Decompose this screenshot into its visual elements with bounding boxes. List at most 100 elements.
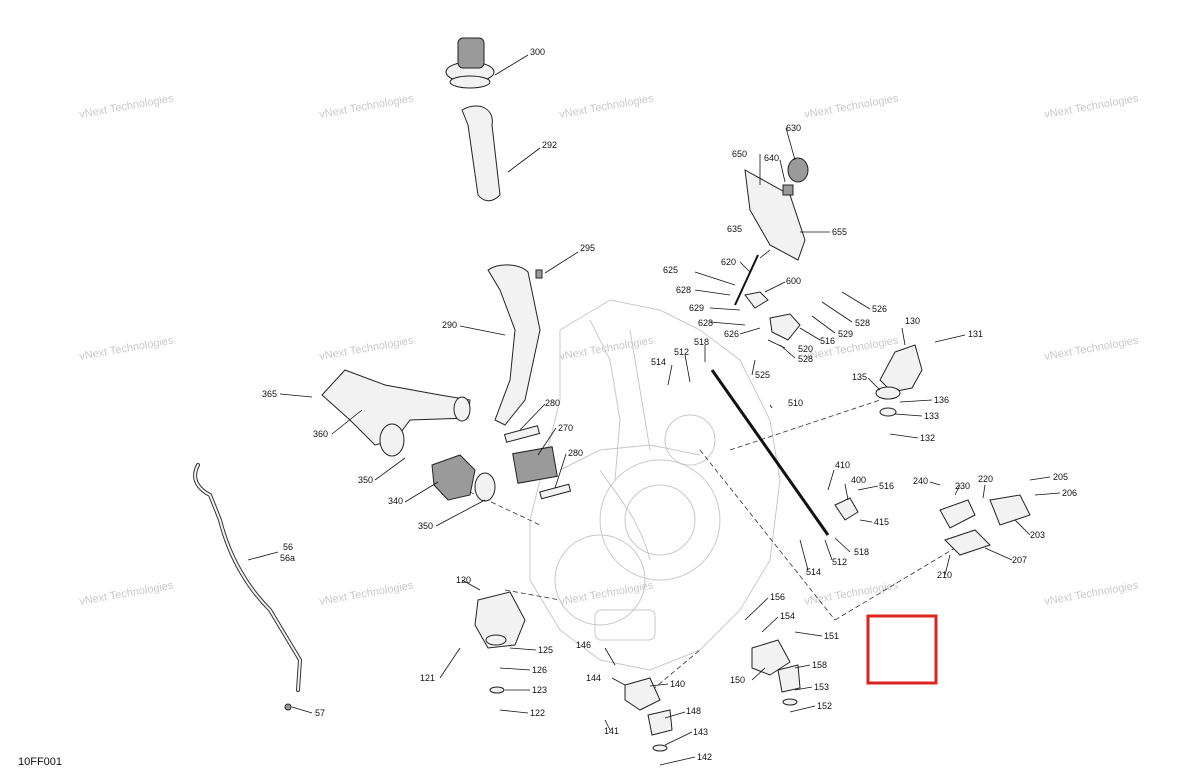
callout-148: 148: [686, 706, 701, 716]
part-640-boot: [782, 184, 794, 196]
callout-629: 629: [689, 303, 704, 313]
part-350-clamp-bottom: [474, 472, 496, 502]
callout-57: 57: [315, 708, 325, 718]
callout-625: 625: [663, 265, 678, 275]
part-123-washer: [489, 686, 505, 694]
callout-126: 126: [532, 665, 547, 675]
callout-600: 600: [786, 276, 801, 286]
part-400-lever: [834, 497, 859, 521]
watermark: vNext Technologies: [558, 93, 654, 121]
callout-207: 207: [1012, 555, 1027, 565]
callout-150: 150: [730, 675, 745, 685]
callout-510: 510: [788, 398, 803, 408]
callout-56: 56: [283, 542, 293, 552]
callout-526: 526: [872, 304, 887, 314]
callout-628-lower: 628: [698, 318, 713, 328]
callout-220: 220: [978, 474, 993, 484]
part-133-washer: [879, 407, 897, 417]
callout-144: 144: [586, 673, 601, 683]
callout-650: 650: [732, 149, 747, 159]
callout-620: 620: [721, 257, 736, 267]
callout-156: 156: [770, 592, 785, 602]
callout-655: 655: [832, 227, 847, 237]
assembly-dashed-lines: [454, 399, 961, 701]
callout-120: 120: [456, 575, 471, 585]
callout-210: 210: [937, 570, 952, 580]
callout-142: 142: [697, 752, 712, 762]
callout-labels: 300 292 295 290 365 360 280 270 280 350 …: [262, 47, 1077, 762]
callout-529: 529: [838, 329, 853, 339]
part-520-bracket: [769, 313, 801, 341]
leader-lines: [247, 54, 1061, 766]
part-650-shift-bracket: [744, 169, 806, 261]
watermark: vNext Technologies: [318, 93, 414, 121]
callout-628-upper: 628: [676, 285, 691, 295]
drawing-code: 10FF001: [18, 756, 62, 768]
callout-514-lower: 514: [806, 567, 821, 577]
part-280-tube-upper: [503, 425, 541, 443]
part-130-mount: [879, 344, 923, 393]
callout-280-lower: 280: [568, 448, 583, 458]
part-510-rod: [710, 369, 830, 536]
callout-350-bottom: 350: [418, 521, 433, 531]
part-230-bracket: [939, 499, 976, 529]
callout-230: 230: [955, 481, 970, 491]
callout-125: 125: [538, 645, 553, 655]
part-350-clamp-top: [379, 423, 405, 457]
callout-146: 146: [576, 640, 591, 650]
callout-365: 365: [262, 389, 277, 399]
watermark: vNext Technologies: [1043, 93, 1139, 121]
callout-295: 295: [580, 243, 595, 253]
part-140-mount: [624, 677, 661, 711]
callout-135: 135: [852, 372, 867, 382]
part-57-clip: [284, 703, 292, 711]
callout-136: 136: [934, 395, 949, 405]
part-143-washer: [652, 744, 668, 752]
callout-512-upper: 512: [674, 347, 689, 357]
callout-158: 158: [812, 660, 827, 670]
highlight-box: [866, 614, 938, 685]
part-203-plate: [989, 494, 1031, 526]
callout-290: 290: [442, 320, 457, 330]
watermark: vNext Technologies: [78, 93, 174, 121]
callout-512-lower: 512: [832, 557, 847, 567]
watermark: vNext Technologies: [318, 580, 414, 608]
watermark: vNext Technologies: [1043, 335, 1139, 363]
callout-131: 131: [968, 329, 983, 339]
callout-122: 122: [530, 708, 545, 718]
watermark: vNext Technologies: [803, 580, 899, 608]
callout-133: 133: [924, 411, 939, 421]
watermark: vNext Technologies: [78, 335, 174, 363]
watermark: vNext Technologies: [558, 580, 654, 608]
part-270-shield: [512, 446, 558, 484]
engine-ghost-outline: [529, 299, 781, 671]
callout-143: 143: [693, 727, 708, 737]
part-300-cap: [445, 37, 495, 89]
callout-132: 132: [920, 433, 935, 443]
callout-300: 300: [530, 47, 545, 57]
callout-121: 121: [420, 673, 435, 683]
callout-206: 206: [1062, 488, 1077, 498]
part-295-clip: [535, 269, 543, 279]
part-153-washer: [782, 698, 798, 706]
callout-292: 292: [542, 140, 557, 150]
callout-518-lower: 518: [854, 547, 869, 557]
part-630-knob: [787, 157, 809, 183]
callout-518-upper: 518: [694, 337, 709, 347]
callout-56a: 56a: [280, 553, 295, 563]
watermark: vNext Technologies: [1043, 580, 1139, 608]
callout-516-lower: 516: [879, 481, 894, 491]
callout-400: 400: [851, 475, 866, 485]
callout-153: 153: [814, 682, 829, 692]
callout-516-upper: 516: [820, 336, 835, 346]
callout-360: 360: [313, 429, 328, 439]
callout-528-upper: 528: [855, 318, 870, 328]
part-292-hose: [461, 105, 501, 202]
part-120-mount: [474, 591, 526, 649]
part-125-washer: [485, 634, 507, 646]
callout-240: 240: [913, 476, 928, 486]
callout-152: 152: [817, 701, 832, 711]
callout-203: 203: [1030, 530, 1045, 540]
watermark: vNext Technologies: [558, 335, 654, 363]
